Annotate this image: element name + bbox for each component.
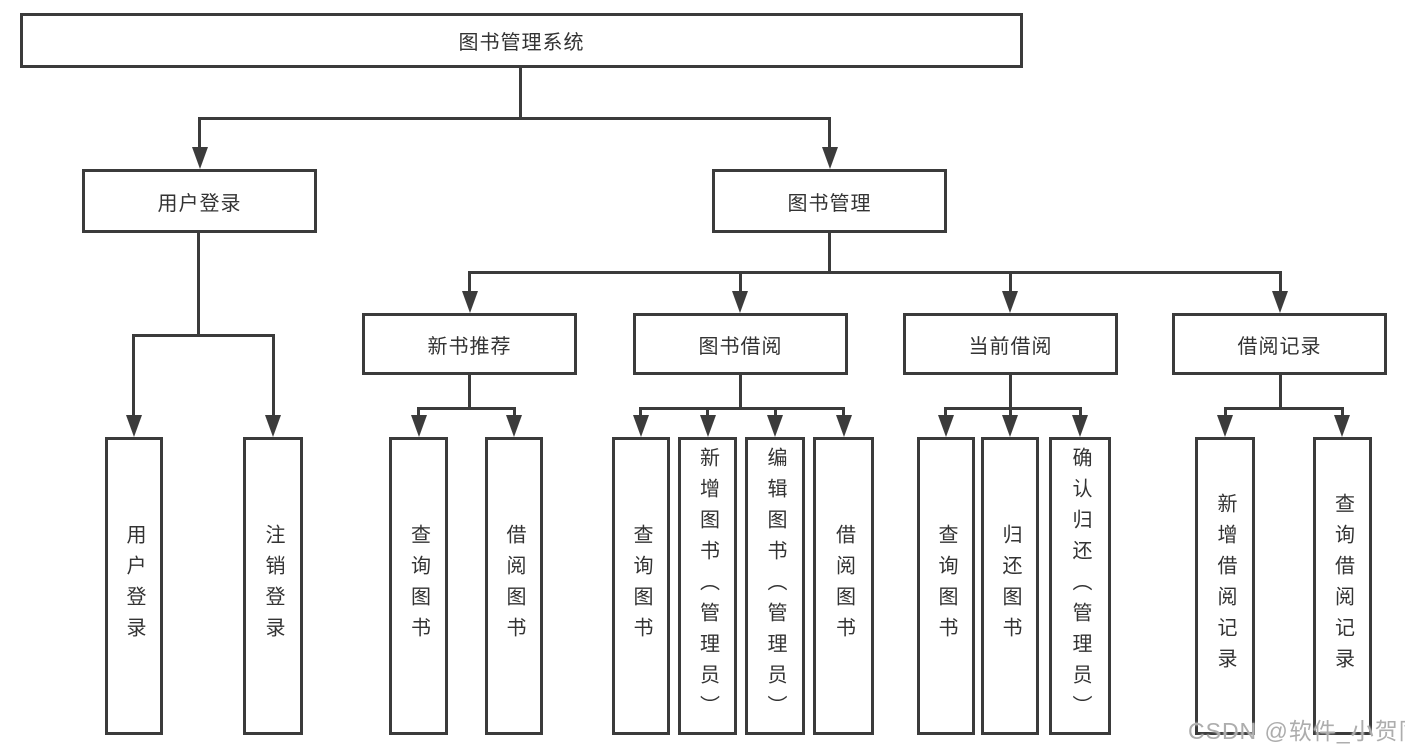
arrowhead-down-icon — [506, 415, 522, 437]
leaf-return-books-label: 归还图书 — [999, 524, 1021, 648]
arrowhead-down-icon — [732, 291, 748, 313]
connector-leaf-stem — [1224, 407, 1227, 419]
arrowhead-down-icon — [822, 147, 838, 169]
leaf-confirm-return-label: 确认归还（管理员） — [1069, 446, 1091, 726]
node-root-label: 图书管理系统 — [458, 32, 585, 54]
leaf-confirm-return-admin: 确认归还（管理员） — [1049, 437, 1111, 735]
node-book-mgmt-label: 图书管理 — [787, 192, 872, 215]
connector-new-books-down — [468, 373, 471, 410]
connector-book-borrow-down — [739, 373, 742, 410]
connector-level2-stem — [468, 271, 471, 295]
connector-book-mgmt-stem — [828, 117, 831, 151]
connector-leaf-stem — [132, 334, 135, 418]
leaf-logout-label: 注销登录 — [262, 524, 284, 648]
connector-leaf-stem — [1009, 407, 1012, 419]
arrowhead-down-icon — [700, 415, 716, 437]
leaf-logout: 注销登录 — [243, 437, 303, 735]
connector-level2-stem — [739, 271, 742, 295]
node-book-borrow-label: 图书借阅 — [698, 335, 783, 358]
connector-leaf-stem — [513, 407, 516, 419]
leaf-query-borrow-record-label: 查询借阅记录 — [1331, 493, 1354, 679]
node-book-mgmt: 图书管理 — [712, 169, 947, 233]
arrowhead-down-icon — [767, 415, 783, 437]
csdn-watermark: CSDN @软件_小贺同学 — [1188, 718, 1405, 744]
node-user-login: 用户登录 — [82, 169, 317, 233]
arrowhead-down-icon — [1272, 291, 1288, 313]
connector-book-borrow-branch — [639, 407, 845, 410]
connector-leaf-stem — [842, 407, 845, 419]
connector-leaf-stem — [272, 334, 275, 418]
leaf-query-books-label: 查询图书 — [935, 524, 957, 648]
connector-user-login-branch — [132, 334, 275, 337]
leaf-borrow-books-label: 借阅图书 — [503, 524, 525, 648]
node-book-borrow: 图书借阅 — [633, 313, 848, 375]
leaf-query-books-newbooks: 查询图书 — [389, 437, 448, 735]
node-borrow-records-label: 借阅记录 — [1237, 335, 1322, 358]
arrowhead-down-icon — [1002, 291, 1018, 313]
node-new-books: 新书推荐 — [362, 313, 577, 375]
leaf-edit-books-admin: 编辑图书（管理员） — [745, 437, 805, 735]
connector-current-borrow-down — [1009, 373, 1012, 410]
leaf-return-books: 归还图书 — [981, 437, 1039, 735]
connector-level2-stem — [1279, 271, 1282, 295]
connector-borrow-records-branch — [1224, 407, 1344, 410]
arrowhead-down-icon — [1334, 415, 1350, 437]
connector-borrow-records-down — [1279, 373, 1282, 410]
arrowhead-down-icon — [633, 415, 649, 437]
leaf-query-books-borrow: 查询图书 — [612, 437, 670, 735]
leaf-query-books-label: 查询图书 — [630, 524, 652, 648]
arrowhead-down-icon — [1072, 415, 1088, 437]
node-user-login-label: 用户登录 — [157, 192, 242, 215]
connector-leaf-stem — [1341, 407, 1344, 419]
connector-user-login-stem — [198, 117, 201, 151]
arrowhead-down-icon — [1002, 415, 1018, 437]
node-new-books-label: 新书推荐 — [427, 335, 512, 358]
leaf-query-books-current: 查询图书 — [917, 437, 975, 735]
connector-leaf-stem — [944, 407, 947, 419]
connector-leaf-stem — [774, 407, 777, 419]
connector-book-mgmt-down — [828, 231, 831, 274]
connector-leaf-stem — [1079, 407, 1082, 419]
leaf-add-books-admin: 新增图书（管理员） — [678, 437, 737, 735]
connector-user-login-down — [197, 231, 200, 337]
arrowhead-down-icon — [462, 291, 478, 313]
node-borrow-records: 借阅记录 — [1172, 313, 1387, 375]
arrowhead-down-icon — [1217, 415, 1233, 437]
leaf-user-login: 用户登录 — [105, 437, 163, 735]
leaf-borrow-books-borrow: 借阅图书 — [813, 437, 874, 735]
connector-new-books-branch — [417, 407, 516, 410]
arrowhead-down-icon — [265, 415, 281, 437]
node-current-borrow: 当前借阅 — [903, 313, 1118, 375]
leaf-add-borrow-record-label: 新增借阅记录 — [1214, 493, 1236, 679]
leaf-query-borrow-record: 查询借阅记录 — [1313, 437, 1372, 735]
connector-leaf-stem — [417, 407, 420, 419]
leaf-borrow-books-label: 借阅图书 — [832, 524, 855, 648]
connector-leaf-stem — [706, 407, 709, 419]
connector-current-borrow-branch — [944, 407, 1082, 410]
connector-root-stem — [519, 66, 522, 120]
arrowhead-down-icon — [411, 415, 427, 437]
node-root: 图书管理系统 — [20, 13, 1023, 68]
leaf-add-borrow-record: 新增借阅记录 — [1195, 437, 1255, 735]
arrowhead-down-icon — [126, 415, 142, 437]
node-current-borrow-label: 当前借阅 — [968, 335, 1053, 358]
leaf-borrow-books-newbooks: 借阅图书 — [485, 437, 543, 735]
leaf-edit-books-label: 编辑图书（管理员） — [764, 446, 786, 726]
arrowhead-down-icon — [938, 415, 954, 437]
arrowhead-down-icon — [836, 415, 852, 437]
leaf-add-books-label: 新增图书（管理员） — [696, 446, 719, 726]
connector-book-mgmt-branch — [468, 271, 1282, 274]
leaf-query-books-label: 查询图书 — [407, 524, 430, 648]
arrowhead-down-icon — [192, 147, 208, 169]
connector-level2-stem — [1009, 271, 1012, 295]
leaf-user-login-label: 用户登录 — [123, 524, 145, 648]
connector-root-branch — [198, 117, 831, 120]
connector-leaf-stem — [639, 407, 642, 419]
